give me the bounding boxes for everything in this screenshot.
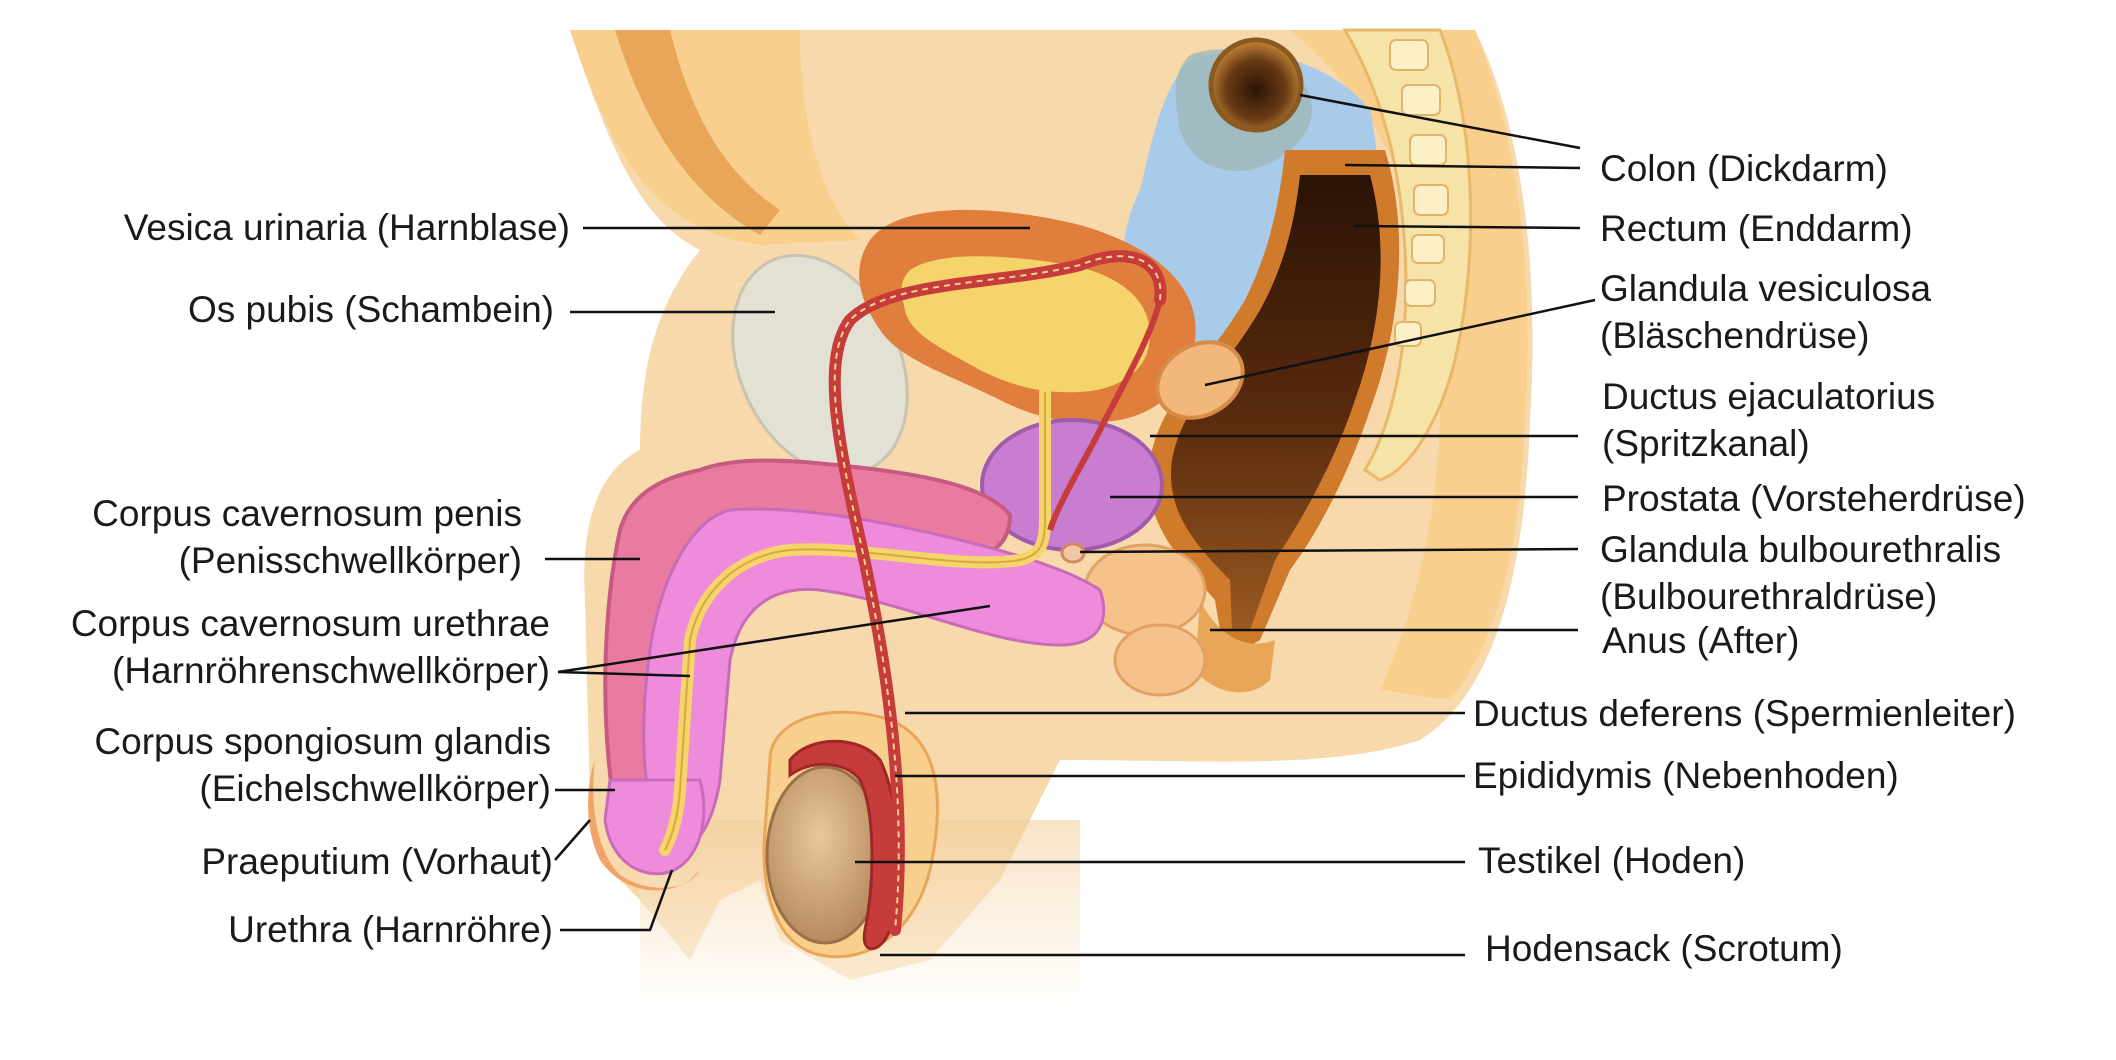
label-hoden: Testikel (Hoden) (1478, 837, 1745, 884)
label-scrotum: Hodensack (Scrotum) (1485, 925, 1843, 972)
label-anus: Anus (After) (1602, 617, 1799, 664)
label-blaeschen: Glandula vesiculosa (Bläschendrüse) (1600, 265, 1931, 359)
ejaculatory-duct (1047, 299, 1163, 531)
label-eichel-l2: (Eichelschwellkörper) (199, 768, 551, 809)
epididymis (788, 739, 901, 951)
ductus-deferens-core (833, 255, 1162, 931)
label-harnblase-l1: Vesica urinaria (Harnblase) (123, 207, 570, 248)
label-hoden-l1: Testikel (Hoden) (1478, 840, 1746, 881)
urethra-outline (664, 392, 1046, 851)
label-prostata-l1: Prostata (Vorsteherdrüse) (1602, 478, 2026, 519)
label-schambein-l1: Os pubis (Schambein) (187, 289, 554, 330)
leader-rectum-2 (1354, 224, 1581, 230)
label-bulbo-l2: (Bulbourethraldrüse) (1600, 576, 1938, 617)
vertebra-5 (1411, 234, 1445, 264)
vertebra-4 (1413, 184, 1449, 216)
leader-colon (1299, 93, 1581, 150)
label-harnroehre-l1: Urethra (Harnröhre) (228, 909, 553, 950)
colon (1208, 37, 1304, 133)
label-harnroehrenschwell-l2: (Harnröhrenschwellkörper) (112, 650, 550, 691)
abdominal-muscle (615, 30, 780, 235)
leader-harnroehrenschwell-2 (557, 670, 691, 678)
perineum (1060, 542, 1207, 697)
label-scrotum-l1: Hodensack (Scrotum) (1485, 928, 1843, 969)
rectum-group (1148, 150, 1400, 693)
vertebra-2 (1401, 84, 1441, 116)
label-schambein: Os pubis (Schambein) (188, 286, 554, 333)
rectum (1170, 175, 1381, 630)
label-harnroehrenschwell-l1: Corpus cavernosum urethrae (70, 603, 550, 644)
label-blaeschen-l1: Glandula vesiculosa (1600, 268, 1932, 309)
leader-rectum (1344, 163, 1581, 170)
label-nebenhoden-l1: Epididymis (Nebenhoden) (1473, 755, 1899, 796)
label-prostata: Prostata (Vorsteherdrüse) (1602, 475, 2026, 522)
label-penisschwell: Corpus cavernosum penis (Penisschwellkör… (92, 490, 522, 584)
label-anus-l1: Anus (After) (1602, 620, 1800, 661)
label-harnroehre: Urethra (Harnröhre) (228, 906, 553, 953)
label-spritzkanal-l1: Ductus ejaculatorius (1602, 376, 1936, 417)
label-colon: Colon (Dickdarm) (1600, 145, 1888, 192)
leader-vorhaut (554, 819, 591, 861)
label-colon-l1: Colon (Dickdarm) (1600, 148, 1888, 189)
label-spritzkanal-l2: (Spritzkanal) (1602, 423, 1810, 464)
label-rectum: Rectum (Enddarm) (1600, 205, 1913, 252)
leader-harnroehrenschwell-1 (557, 604, 991, 674)
leader-harnroehre (560, 869, 674, 932)
corpus-cavernosum-urethrae (642, 507, 1106, 854)
label-harnblase: Vesica urinaria (Harnblase) (124, 204, 570, 251)
label-eichel: Corpus spongiosum glandis (Eichelschwell… (94, 718, 551, 812)
label-vorhaut: Praeputium (Vorhaut) (201, 838, 553, 885)
label-deferens-l1: Ductus deferens (Spermienleiter) (1473, 693, 2016, 734)
label-spritzkanal: Ductus ejaculatorius (Spritzkanal) (1602, 373, 1935, 467)
label-nebenhoden: Epididymis (Nebenhoden) (1473, 752, 1899, 799)
leader-lines (545, 93, 1596, 957)
urine (901, 256, 1150, 393)
seminal-vesicle (1155, 340, 1245, 420)
leader-blaeschen (1204, 298, 1596, 387)
label-penisschwell-l1: Corpus cavernosum penis (92, 493, 522, 534)
bladder (859, 209, 1196, 423)
label-rectum-l1: Rectum (Enddarm) (1600, 208, 1913, 249)
label-penisschwell-l2: (Penisschwellkörper) (178, 540, 522, 581)
label-vorhaut-l1: Praeputium (Vorhaut) (201, 841, 553, 882)
label-harnroehrenschwell: Corpus cavernosum urethrae (Harnröhrensc… (71, 600, 550, 694)
label-eichel-l1: Corpus spongiosum glandis (94, 721, 551, 762)
sacrum (1342, 28, 1473, 482)
penis (588, 386, 1106, 891)
label-deferens: Ductus deferens (Spermienleiter) (1473, 690, 2016, 737)
label-bulbo-l1: Glandula bulbourethralis (1600, 529, 2002, 570)
label-bulbo: Glandula bulbourethralis (Bulbourethrald… (1600, 526, 2001, 620)
vertebra-6 (1404, 279, 1436, 307)
anal-sphincter (1195, 600, 1275, 693)
vertebra-1 (1389, 39, 1429, 71)
label-blaeschen-l2: (Bläschendrüse) (1600, 315, 1870, 356)
leader-bulbo (1079, 547, 1579, 554)
vertebra-3 (1409, 134, 1447, 166)
perineal-tissue-2 (1113, 623, 1207, 697)
